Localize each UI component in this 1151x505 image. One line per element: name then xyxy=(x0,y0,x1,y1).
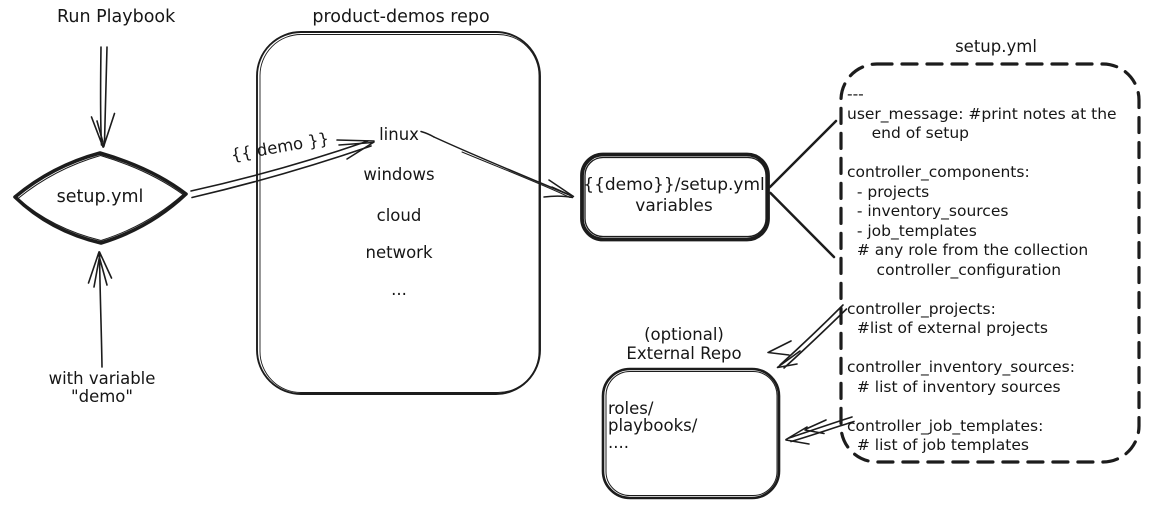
repo-item-linux: linux xyxy=(379,125,419,144)
setup-yml-content: --- user_message: #print notes at the en… xyxy=(847,85,1117,454)
setup-yml-title: setup.yml xyxy=(955,37,1037,56)
external-repo-title: (optional) External Repo xyxy=(626,325,742,363)
arrow-with-variable-to-diamond xyxy=(87,251,113,368)
setup-yml-diamond xyxy=(13,151,188,245)
setup-yml-dashed-box xyxy=(839,62,1141,464)
arrow-setup-to-external-job-templates xyxy=(785,416,855,445)
repo-item-cloud: cloud xyxy=(376,206,422,225)
product-demos-repo-box xyxy=(256,31,541,395)
arrow-demo-to-linux xyxy=(190,139,375,199)
arrow-setup-to-external-projects xyxy=(767,304,848,369)
connector-variables-to-setup-yml xyxy=(768,119,838,259)
external-repo-box xyxy=(601,367,781,500)
product-demos-repo-title: product-demos repo xyxy=(312,7,490,27)
arrow-run-playbook-to-diamond xyxy=(90,46,116,148)
variables-box-label: {{demo}}/setup.yml variables xyxy=(583,175,765,216)
repo-item-network: network xyxy=(365,243,433,262)
run-playbook-label: Run Playbook xyxy=(57,7,176,27)
variables-box xyxy=(580,152,770,242)
repo-item-windows: windows xyxy=(363,165,435,184)
arrow-linux-to-variables-box xyxy=(420,130,575,199)
external-repo-content: roles/ playbooks/ .... xyxy=(608,399,698,452)
diamond-label: setup.yml xyxy=(56,187,144,207)
with-variable-label: with variable "demo" xyxy=(48,369,156,406)
repo-item-ellipsis: ... xyxy=(391,280,407,299)
